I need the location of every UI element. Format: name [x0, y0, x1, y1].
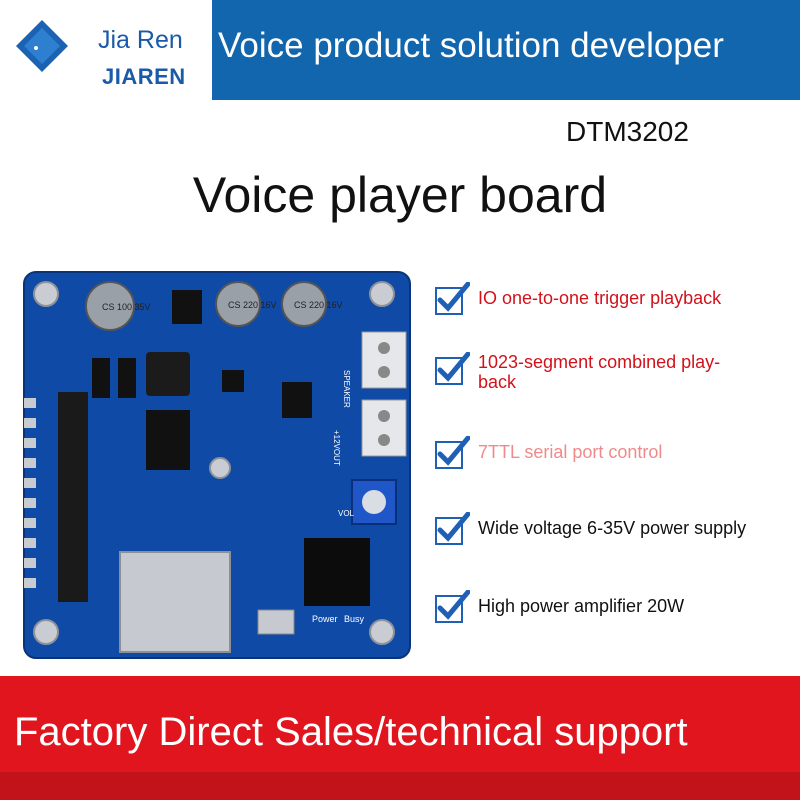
logo-text: Jia Ren: [98, 26, 183, 54]
capacitor-label: CS 220 16V: [294, 300, 343, 310]
page-title: Voice player board: [192, 167, 608, 223]
check-icon: [435, 512, 470, 545]
footer-banner: Factory Direct Sales/technical support: [0, 676, 800, 800]
feature-item: High power amplifier 20W: [434, 590, 794, 630]
header: Jia Ren JIAREN Voice product solution de…: [0, 0, 800, 100]
feature-item: 7TTL serial port control: [434, 436, 794, 476]
model-number: DTM3202: [566, 116, 689, 147]
capacitor-label: CS 220 16V: [228, 300, 277, 310]
power-out-label: +12VOUT: [332, 430, 341, 466]
vol-label: VOL: [338, 509, 355, 518]
logo: Jia Ren JIAREN: [0, 0, 212, 100]
check-icon: [435, 282, 470, 315]
check-icon: [435, 436, 470, 469]
feature-item: 1023-segment combined play-back: [434, 352, 794, 392]
power-led-label: Power: [312, 614, 338, 624]
logo-diamond-icon: [16, 20, 68, 72]
footer-strip: [0, 772, 800, 800]
feature-text: IO one-to-one trigger playback: [478, 288, 722, 308]
footer-text: Factory Direct Sales/technical support: [14, 710, 688, 754]
header-banner: Voice product solution developer: [212, 0, 800, 100]
logo-wordmark: JIAREN: [102, 64, 186, 89]
feature-text: High power amplifier 20W: [478, 596, 685, 616]
feature-text: 7TTL serial port control: [478, 442, 663, 462]
check-icon: [435, 352, 470, 385]
busy-led-label: Busy: [344, 614, 365, 624]
capacitor-label: CS 100 35V: [102, 302, 151, 312]
feature-text: 1023-segment combined play-back: [478, 352, 721, 392]
voice-player-board-image: CS 100 35V CS 220 16V CS 220 16V SPEAKER…: [23, 271, 411, 659]
check-icon: [435, 590, 470, 623]
feature-text: Wide voltage 6-35V power supply: [478, 518, 747, 538]
speaker-label: SPEAKER: [342, 370, 351, 408]
feature-item: IO one-to-one trigger playback: [434, 282, 794, 322]
header-tagline: Voice product solution developer: [218, 26, 724, 65]
feature-item: Wide voltage 6-35V power supply: [434, 512, 794, 552]
